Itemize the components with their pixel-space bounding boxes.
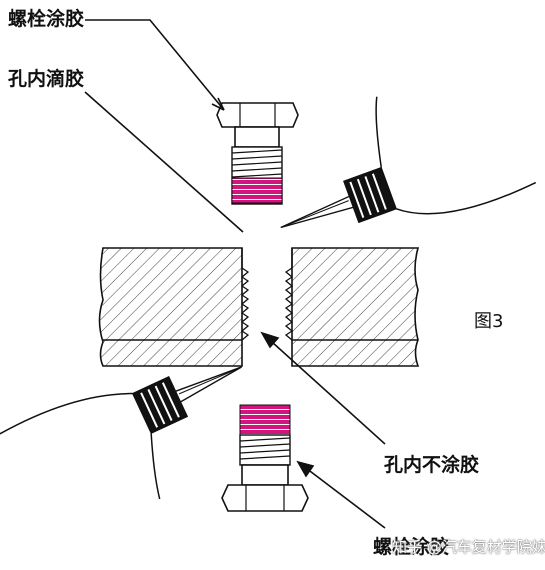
hole-thread-left [240, 267, 250, 341]
arrowhead-hole [260, 331, 280, 349]
glue-bottle-left-icon [0, 366, 242, 500]
leader-hole-no-glue [261, 332, 386, 445]
label-figure: 图3 [474, 311, 504, 332]
plate-right-block [291, 247, 420, 367]
arrowhead-bottom [296, 460, 315, 478]
label-bottom-bolt: 螺栓涂胶 [373, 536, 450, 558]
label-hole-drip: 孔内滴胶 [8, 68, 85, 90]
leader-bottom-bolt [297, 461, 386, 529]
leader-lines [84, 19, 386, 529]
label-top-bolt: 螺栓涂胶 [8, 8, 85, 30]
glue-bottle-right-icon [280, 96, 537, 229]
glue-band-bottom [239, 404, 291, 436]
bolt-top-icon [216, 102, 299, 205]
label-hole-no-glue: 孔内不涂胶 [384, 454, 480, 476]
glue-band-top [231, 177, 283, 204]
hole-thread-right [284, 267, 294, 341]
plate [98, 247, 420, 367]
watermark: 知乎 @汽车复材学院妹 [392, 538, 545, 556]
plate-left-block [98, 247, 243, 367]
leader-hole-drip [84, 91, 244, 233]
bolt-bottom-icon [221, 404, 309, 512]
leader-top-bolt [85, 19, 225, 111]
